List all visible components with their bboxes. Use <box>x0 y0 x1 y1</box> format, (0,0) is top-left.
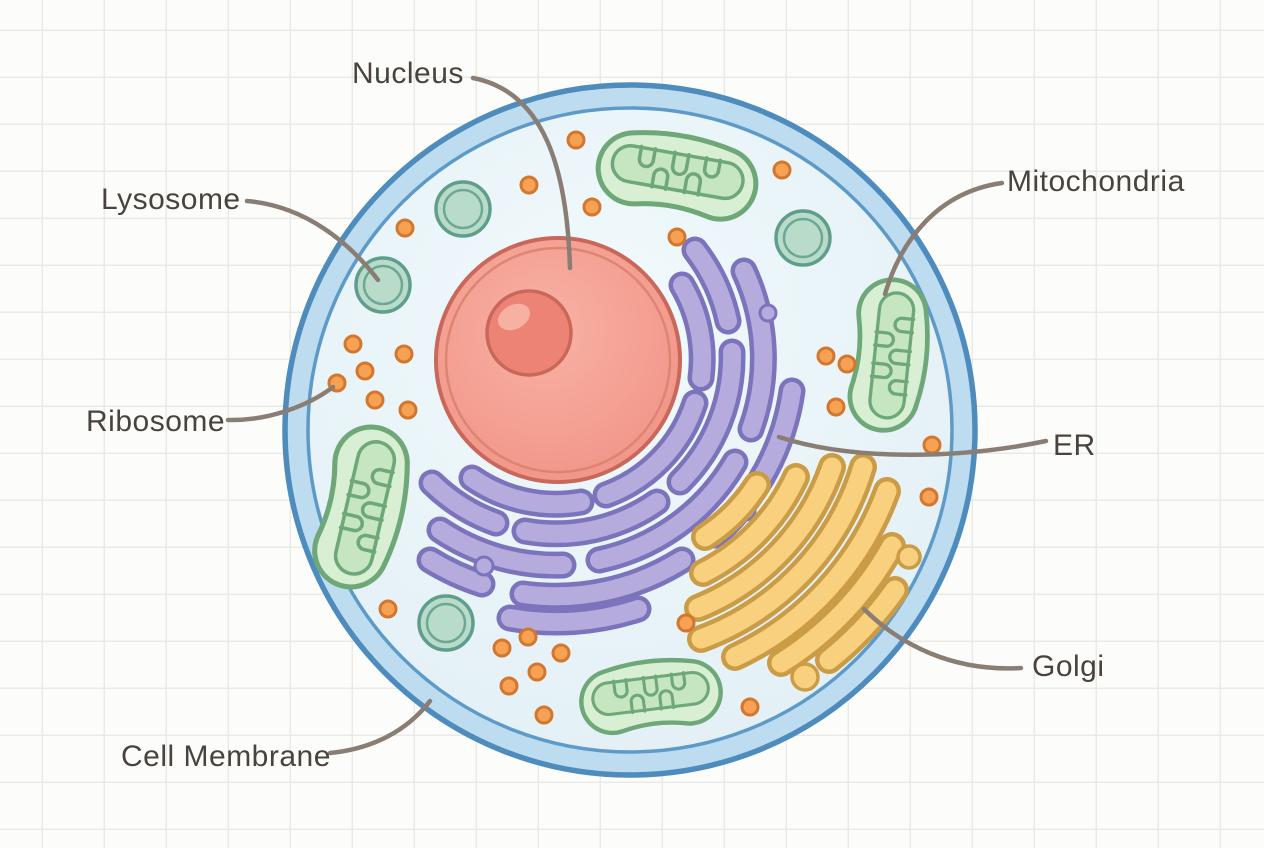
ribosome-dot <box>919 487 939 507</box>
ribosome-leader-line <box>225 384 336 423</box>
er-fills <box>421 241 801 631</box>
ribosome-dot <box>582 197 602 217</box>
nucleolus-shape <box>485 289 573 377</box>
golgi-shape <box>684 453 922 692</box>
nucleus-label: Nucleus <box>352 57 464 90</box>
er-leader-line <box>776 434 1049 457</box>
ribosome-dot <box>922 435 942 455</box>
er-vesicle-dot <box>473 555 495 577</box>
mitochondria-label: Mitochondria <box>1007 165 1185 198</box>
ribosome-dot <box>837 354 857 374</box>
lysosome-label: Lysosome <box>101 183 241 216</box>
ribosome-dot <box>499 676 519 696</box>
ribosome-dot <box>551 643 571 663</box>
ribosome-dot <box>519 175 539 195</box>
ribosomes-group <box>327 130 942 725</box>
ribosome-dot <box>816 346 836 366</box>
ribosome-dot <box>826 397 846 417</box>
golgi-fills <box>688 457 905 673</box>
ribosome-dot <box>772 160 792 180</box>
ribosome-dot <box>492 638 512 658</box>
ribosome-dot <box>667 227 687 247</box>
mitochondrion-shape-bottom <box>591 670 710 717</box>
cell-membrane-label: Cell Membrane <box>121 740 331 773</box>
er-vesicle-dot <box>758 303 778 323</box>
ribosome-dot <box>395 218 415 238</box>
ribosome-dot <box>676 613 696 633</box>
nuclear-envelope-inner-ring <box>444 246 672 474</box>
nucleus-shape <box>434 236 682 484</box>
nucleus-leader-line <box>470 75 573 271</box>
vesicle-shape <box>417 594 475 652</box>
ribosome-dot <box>355 361 375 381</box>
golgi-leader-line <box>861 606 1024 671</box>
ribosome-dot <box>534 705 554 725</box>
ribosome-dot <box>527 662 547 682</box>
er-label: ER <box>1053 429 1096 462</box>
golgi-label: Golgi <box>1032 650 1105 683</box>
golgi-vesicle <box>790 662 820 692</box>
ribosome-dot <box>518 627 538 647</box>
labels-group: Nucleus Lysosome Ribosome Cell Membrane … <box>86 57 1185 773</box>
vesicle-shape <box>434 180 492 238</box>
ribosome-dot <box>566 130 586 150</box>
cell-membrane-leader-line <box>327 698 433 756</box>
vesicle-shape <box>774 209 832 267</box>
lysosome-leader-line <box>244 198 381 283</box>
ribosome-dot <box>398 400 418 420</box>
ribosome-dot <box>378 599 398 619</box>
mitochondria-leader-line <box>882 180 1005 297</box>
ribosome-label: Ribosome <box>86 405 225 438</box>
mitochondrion-shape-right <box>867 291 916 419</box>
ribosome-dot <box>365 390 385 410</box>
mitochondrion-shape-left <box>331 438 399 578</box>
leader-lines <box>225 75 1049 756</box>
ribosome-dot <box>394 344 414 364</box>
nucleolus-highlight <box>497 303 531 331</box>
mitochondrion-shape-top <box>609 142 746 202</box>
golgi-vesicle <box>896 544 922 570</box>
ribosome-dot <box>343 334 363 354</box>
ribosome-dot <box>740 697 760 717</box>
